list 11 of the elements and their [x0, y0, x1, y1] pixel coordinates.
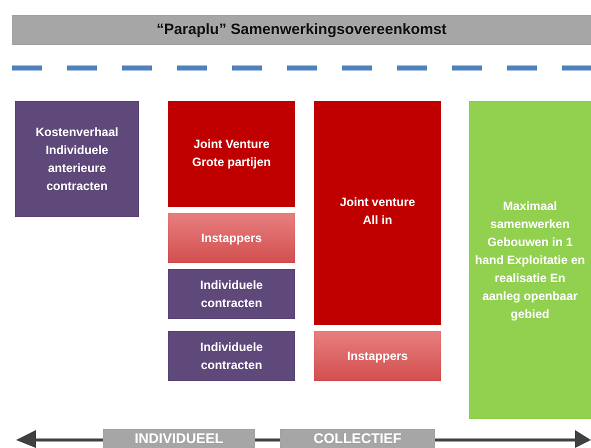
info-box: Individuele contracten [168, 269, 295, 319]
info-box: Individuele contracten [168, 331, 295, 381]
info-box: Instappers [314, 331, 441, 381]
info-box: Kostenverhaal Individuele anterieure contracten [15, 101, 139, 217]
axis-label: INDIVIDUEEL [103, 429, 255, 448]
info-box: Maximaal samenwerken Gebouwen in 1 hand Exploitatie en realisatie En aanleg openbaar gebied [469, 101, 591, 419]
info-box: Joint venture All in [314, 101, 441, 325]
info-box: Joint Venture Grote partijen [168, 101, 295, 207]
axis-label: COLLECTIEF [280, 429, 435, 448]
info-box: Instappers [168, 213, 295, 263]
title-bar: “Paraplu” Samenwerkingsovereenkomst [12, 15, 591, 45]
